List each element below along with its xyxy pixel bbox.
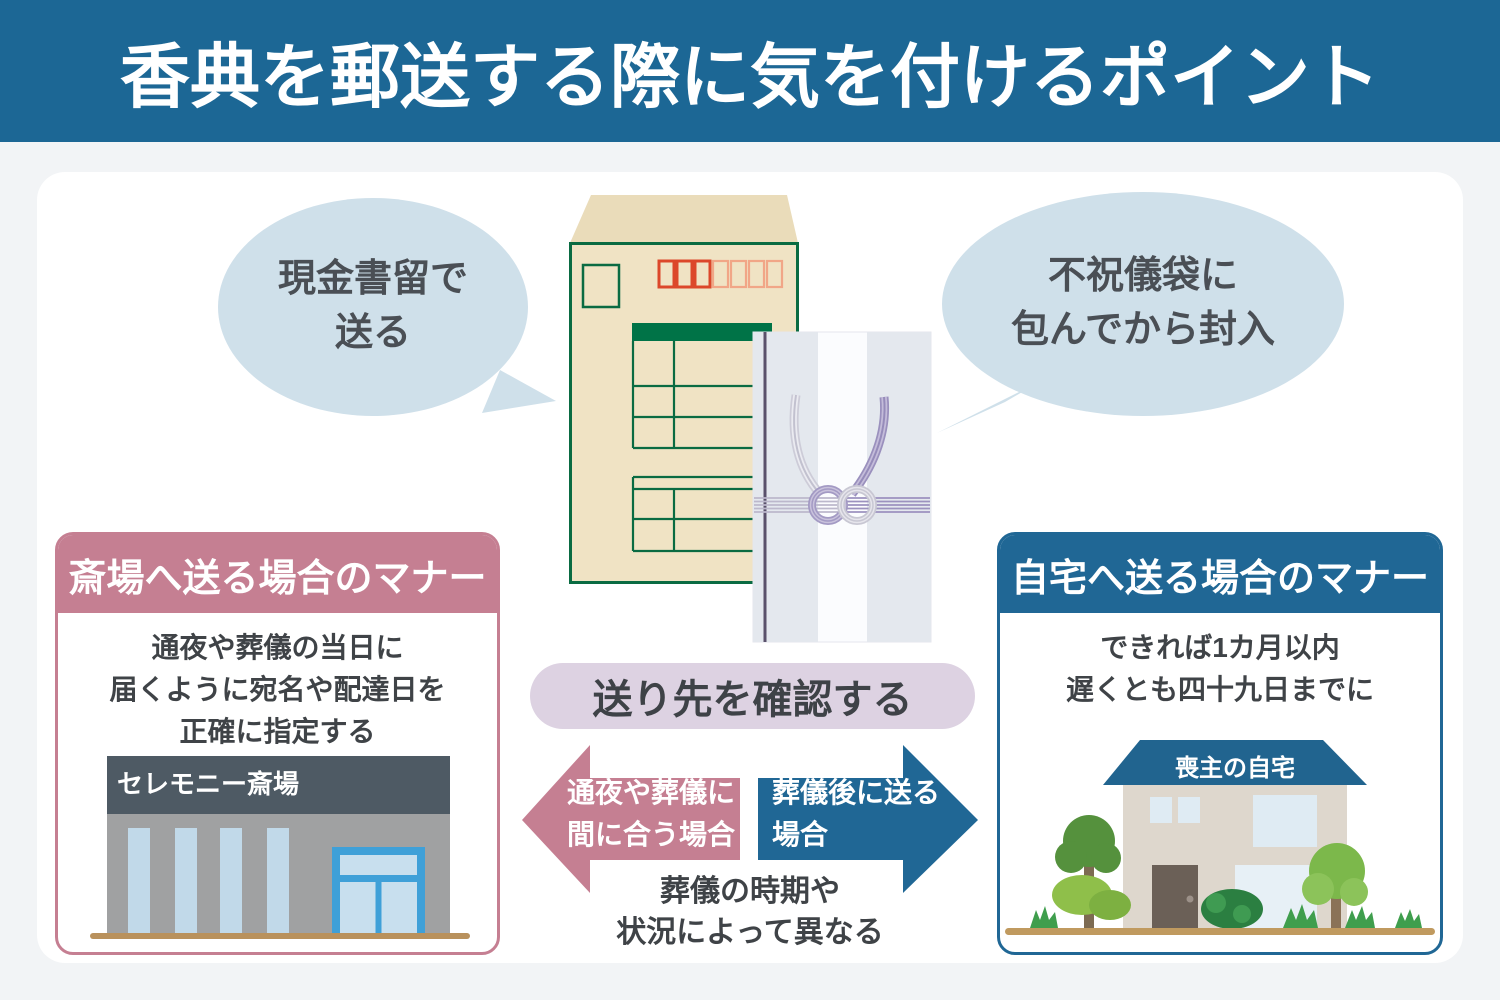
- building-label: セレモニー斎場: [117, 769, 300, 799]
- flow-note-line2: 状況によって異なる: [616, 915, 884, 949]
- house-roof-label: 喪主の自宅: [1175, 755, 1295, 782]
- envelope-flap: [570, 195, 798, 243]
- grass-tufts: [1030, 904, 1422, 928]
- card-left-line1: 通夜や葬儀の当日に: [151, 632, 404, 663]
- left-arrow-label: 通夜や葬儀に 間に合う場合: [560, 772, 742, 856]
- speech-bubble-right-tail: [937, 380, 1043, 433]
- condolence-envelope-right-panel: [867, 332, 931, 642]
- building-entrance: [332, 847, 425, 933]
- card-left-line3: 正確に指定する: [179, 716, 376, 747]
- pill-label: 送り先を確認する: [592, 678, 913, 722]
- bubble-left-line2: 送る: [334, 312, 411, 354]
- condolence-envelope-illustration: [752, 331, 932, 643]
- left-arrow-line1: 通夜や葬儀に: [566, 777, 735, 808]
- left-tree: [1052, 815, 1131, 928]
- stamp-box: [581, 263, 621, 309]
- flow-note-line1: 葬儀の時期や: [660, 875, 840, 908]
- card-left-header-label: 斎場へ送る場合のマナー: [68, 557, 487, 600]
- bubble-left-line1: 現金書留で: [277, 258, 468, 301]
- card-left-header: 斎場へ送る場合のマナー: [58, 535, 497, 613]
- page-title: 香典を郵送する際に気を付けるポイント: [120, 37, 1380, 116]
- house-ground-line: [1005, 928, 1435, 935]
- right-arrow-line2: 場合: [772, 819, 829, 850]
- envelope-header-bar: [632, 323, 772, 341]
- speech-bubble-fushugi-bukuro: 不祝儀袋に 包んでから封入: [942, 192, 1344, 416]
- speech-bubble-left-tail: [482, 370, 556, 413]
- left-arrow: [522, 745, 740, 893]
- right-arrow: [758, 745, 978, 893]
- right-arrow-label: 葬儀後に送る 場合: [772, 772, 941, 856]
- flow-note: 葬儀の時期や 状況によって異なる: [550, 872, 950, 953]
- card-right-line2: 遅くとも四十九日までに: [1065, 674, 1374, 705]
- card-left-body: 通夜や葬儀の当日に 届くように宛名や配達日を 正確に指定する: [58, 613, 497, 753]
- pill-check-destination: 送り先を確認する: [530, 663, 975, 729]
- speech-bubble-cash-registered-mail: 現金書留で 送る: [218, 198, 528, 416]
- mizuhiki-knot: [808, 485, 877, 525]
- card-right-line1: できれば1カ月以内: [1100, 632, 1340, 663]
- left-arrow-line2: 間に合う場合: [566, 819, 735, 850]
- right-tree: [1302, 843, 1368, 928]
- bubble-right-line1: 不祝儀袋に: [1047, 255, 1238, 298]
- building-pillars: [128, 828, 289, 933]
- house-roof: [1103, 740, 1367, 785]
- card-right-header: 自宅へ送る場合のマナー: [1000, 535, 1440, 613]
- mourners-house-illustration: [1005, 740, 1435, 935]
- postal-code-boxes: [657, 259, 784, 289]
- right-arrow-line1: 葬儀後に送る: [772, 777, 941, 808]
- ceremony-hall-illustration: [90, 756, 470, 939]
- building-fascia: [107, 756, 450, 814]
- house-door: [1152, 865, 1198, 928]
- title-bar: 香典を郵送する際に気を付けるポイント: [0, 0, 1500, 142]
- condolence-envelope-purple-stripe: [763, 332, 767, 642]
- bubble-right-line2: 包んでから封入: [1010, 309, 1276, 351]
- card-left-line2: 届くように宛名や配達日を: [109, 674, 446, 705]
- condolence-envelope-left-panel: [753, 332, 818, 642]
- building-ground-line: [90, 933, 470, 939]
- center-bush: [1201, 889, 1263, 929]
- card-right-body: できれば1カ月以内 遅くとも四十九日までに: [1000, 613, 1440, 711]
- card-right-header-label: 自宅へ送る場合のマナー: [1010, 557, 1429, 600]
- mizuhiki-band: [754, 497, 930, 513]
